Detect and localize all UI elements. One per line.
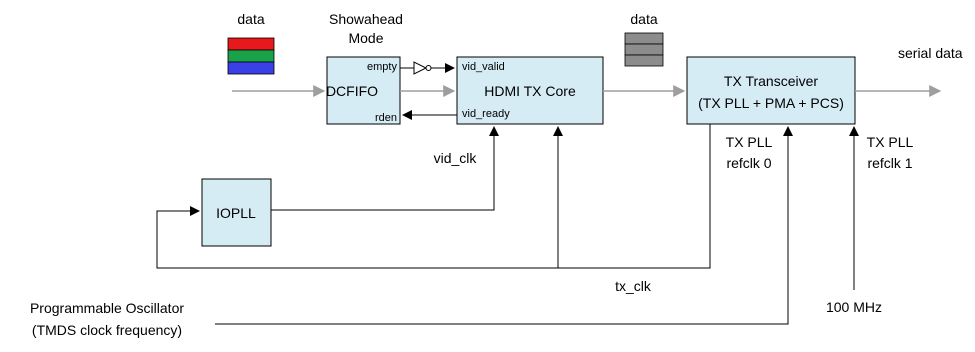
hdmi-port-vid-valid: vid_valid <box>462 61 505 73</box>
data-right-label: data <box>630 11 657 27</box>
dcfifo-port-rden: rden <box>375 112 397 124</box>
rgb-data-icon <box>227 37 275 75</box>
tx-transceiver-subtitle: (TX PLL + PMA + PCS) <box>698 95 844 111</box>
hdmi-tx-core-title: HDMI TX Core <box>484 83 576 99</box>
tx-clk-loop-wire <box>156 124 711 269</box>
data-left-label: data <box>237 11 264 27</box>
oscillator-label-line2: (TMDS clock frequency) <box>32 322 182 338</box>
iopll-title: IOPLL <box>216 205 256 221</box>
tx-transceiver-block <box>686 56 856 125</box>
dcfifo-port-empty: empty <box>367 61 397 73</box>
dcfifo-title: DCFIFO <box>326 83 378 99</box>
empty-to-vid-valid-signal <box>400 61 455 75</box>
freq-100mhz-label: 100 MHz <box>826 299 882 315</box>
showahead-label-line1: Showahead <box>329 11 403 27</box>
dcfifo-block <box>326 56 401 125</box>
refclk0-label-line1: TX PLL <box>726 134 773 150</box>
refclk1-label-line1: TX PLL <box>867 134 914 150</box>
refclk0-label-line2: refclk 0 <box>726 155 771 171</box>
hdmi-tx-core-block <box>456 56 604 125</box>
data-blue-bar <box>227 61 275 75</box>
oscillator-label-line1: Programmable Oscillator <box>30 300 184 316</box>
tx-transceiver-title: TX Transceiver <box>724 73 818 89</box>
hdmi-port-vid-ready: vid_ready <box>462 108 510 120</box>
refclk1-label-line2: refclk 1 <box>867 155 912 171</box>
serial-data-label: serial data <box>898 45 963 61</box>
vid-clk-wire <box>271 126 499 211</box>
data-red-bar <box>227 37 275 51</box>
gray-data-icon <box>624 32 664 67</box>
inverter-icon <box>413 61 428 75</box>
iopll-block <box>201 178 272 247</box>
tx-clk-label: tx_clk <box>615 278 652 294</box>
showahead-label-line2: Mode <box>348 30 383 46</box>
vid-clk-label: vid_clk <box>434 150 478 166</box>
refclk0-wire <box>215 126 793 325</box>
data-green-bar <box>227 49 275 63</box>
